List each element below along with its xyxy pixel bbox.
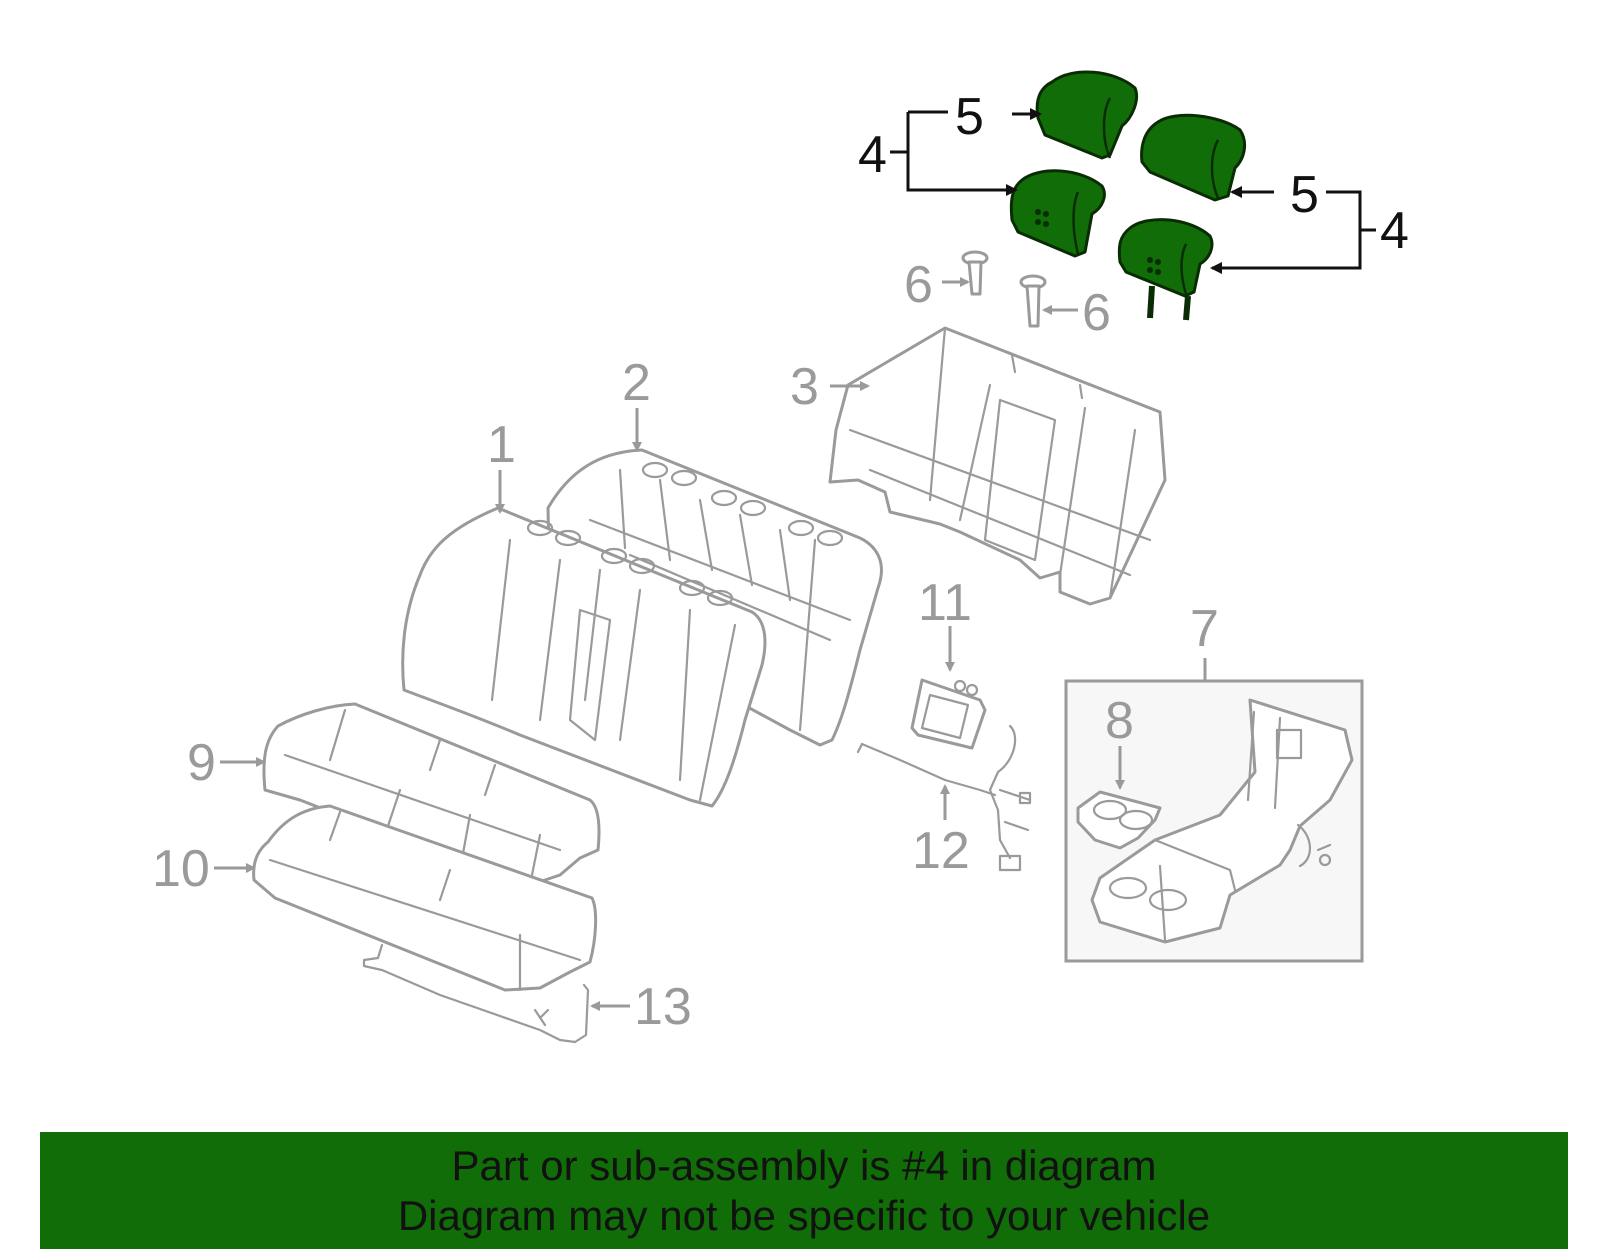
harness-part-12 (856, 724, 1032, 872)
module-part-11 (910, 678, 987, 750)
callout-12: 12 (912, 822, 970, 880)
banner-line-2: Diagram may not be specific to your vehi… (397, 1191, 1211, 1239)
parts-diagram: 1 2 3 4 4 5 5 6 6 7 8 9 10 11 12 13 (152, 70, 1409, 1044)
callout-13: 13 (634, 978, 692, 1036)
cup-holder-part-8 (1076, 790, 1162, 850)
seat-back-front-part-1 (401, 506, 767, 808)
headrest-cover-part-5a (1035, 70, 1138, 160)
seat-back-frame-part-3 (828, 326, 1167, 606)
callout-4b: 4 (1380, 202, 1409, 260)
callout-6a: 6 (904, 256, 933, 314)
info-banner: Part or sub-assembly is #4 in diagram Di… (40, 1132, 1568, 1249)
callout-1: 1 (487, 416, 516, 474)
callout-11: 11 (918, 574, 972, 632)
callout-2: 2 (622, 354, 651, 412)
callout-6b: 6 (1082, 284, 1111, 342)
bolt-part-6a (961, 250, 989, 296)
leader-lines (214, 277, 1207, 1011)
headrest-part-4b (1117, 218, 1214, 321)
banner-line-1: Part or sub-assembly is #4 in diagram (451, 1141, 1157, 1189)
callout-9: 9 (187, 734, 216, 792)
callout-5a: 5 (955, 88, 984, 146)
callout-3: 3 (790, 358, 819, 416)
callout-8: 8 (1105, 692, 1134, 750)
callout-10: 10 (152, 840, 210, 898)
bolt-part-6b (1019, 274, 1047, 328)
headrest-part-4a (1009, 169, 1106, 258)
headrest-cover-part-5b (1140, 113, 1247, 202)
callout-7: 7 (1190, 600, 1219, 658)
callout-5b: 5 (1290, 166, 1319, 224)
callout-4a: 4 (858, 126, 887, 184)
wire-part-13 (362, 943, 590, 1044)
leader-lines-black (890, 108, 1376, 274)
callouts: 1 2 3 4 4 5 5 6 6 7 8 9 10 11 12 13 (152, 88, 1409, 1036)
